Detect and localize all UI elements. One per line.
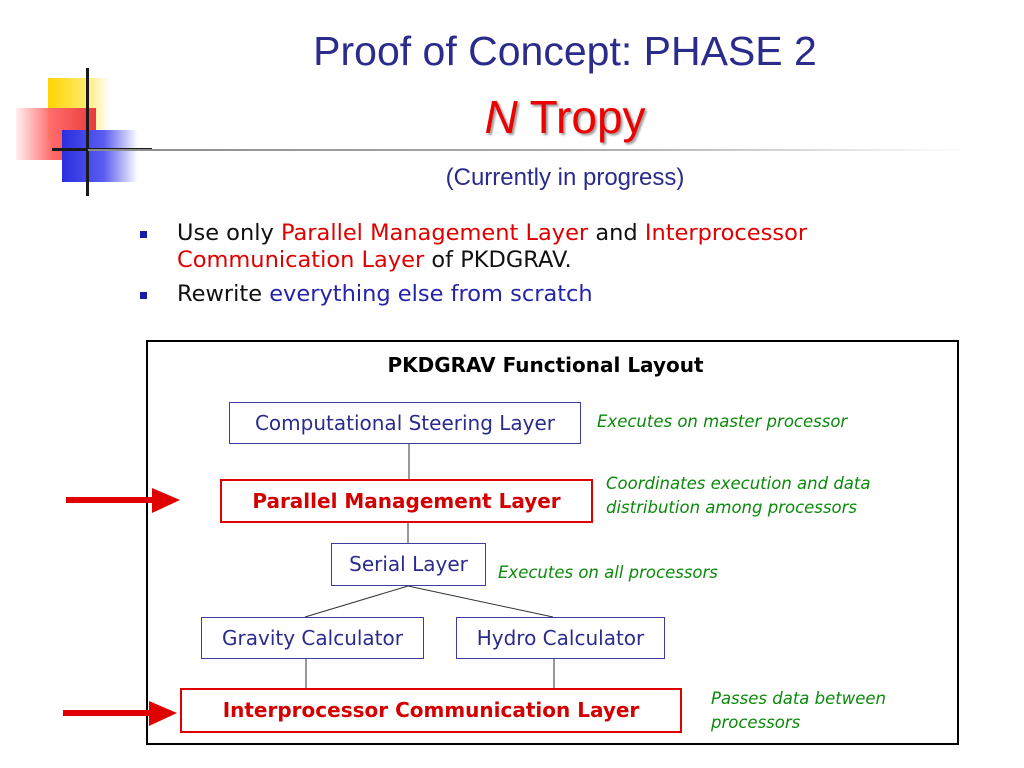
arrow-parallel-icon: [66, 488, 180, 513]
bullet-item: Use only Parallel Management Layer and I…: [140, 220, 940, 274]
arrow-interproc-icon: [63, 701, 177, 726]
ntropy-rest: Tropy: [517, 91, 646, 143]
logo-blue-square: [62, 130, 138, 182]
connector-serial-gravity: [304, 585, 409, 618]
bullet-list: Use only Parallel Management Layer and I…: [140, 220, 940, 315]
title-rule: [88, 149, 968, 151]
slide-subtitle-ntropy: N Tropy: [200, 90, 930, 144]
note-parallel-line1: Coordinates execution and data: [606, 474, 871, 493]
slide-title: Proof of Concept: PHASE 2: [313, 28, 817, 74]
bullet-highlight: Parallel Management Layer: [280, 220, 589, 246]
ntropy-n: N: [484, 91, 518, 143]
bullet-text: Rewrite: [177, 281, 270, 307]
node-interprocessor-communication: Interprocessor Communication Layer: [180, 688, 682, 733]
bullet-square-icon: [140, 231, 147, 238]
bullet-text: and: [588, 220, 645, 246]
note-parallel-line2: distribution among processors: [606, 498, 857, 517]
bullet-square-icon: [140, 292, 147, 299]
node-parallel-management: Parallel Management Layer: [220, 479, 593, 523]
node-computational-steering: Computational Steering Layer: [229, 402, 581, 444]
note-interproc-line2: processors: [711, 713, 801, 732]
node-hydro-calculator: Hydro Calculator: [456, 617, 665, 659]
note-interproc: Passes data between processors: [711, 687, 886, 735]
connector-serial-hydro: [407, 585, 554, 618]
bullet-item: Rewrite everything else from scratch: [140, 281, 940, 308]
node-serial-layer: Serial Layer: [331, 543, 486, 586]
note-parallel: Coordinates execution and data distribut…: [606, 472, 870, 520]
node-gravity-calculator: Gravity Calculator: [201, 617, 424, 659]
slide-status: (Currently in progress): [445, 164, 685, 191]
note-interproc-line1: Passes data between: [711, 689, 887, 708]
bullet-text: of PKDGRAV.: [424, 247, 572, 273]
bullet-text: Use only: [177, 220, 281, 246]
note-serial: Executes on all processors: [498, 563, 718, 582]
diagram-frame: [146, 340, 959, 745]
diagram-title: PKDGRAV Functional Layout: [387, 353, 704, 377]
note-steering: Executes on master processor: [597, 412, 848, 431]
bullet-highlight: everything else from scratch: [269, 281, 593, 307]
bullet-highlight: Interprocessor Communication Layer: [177, 220, 808, 273]
logo-vertical-line: [86, 68, 89, 196]
